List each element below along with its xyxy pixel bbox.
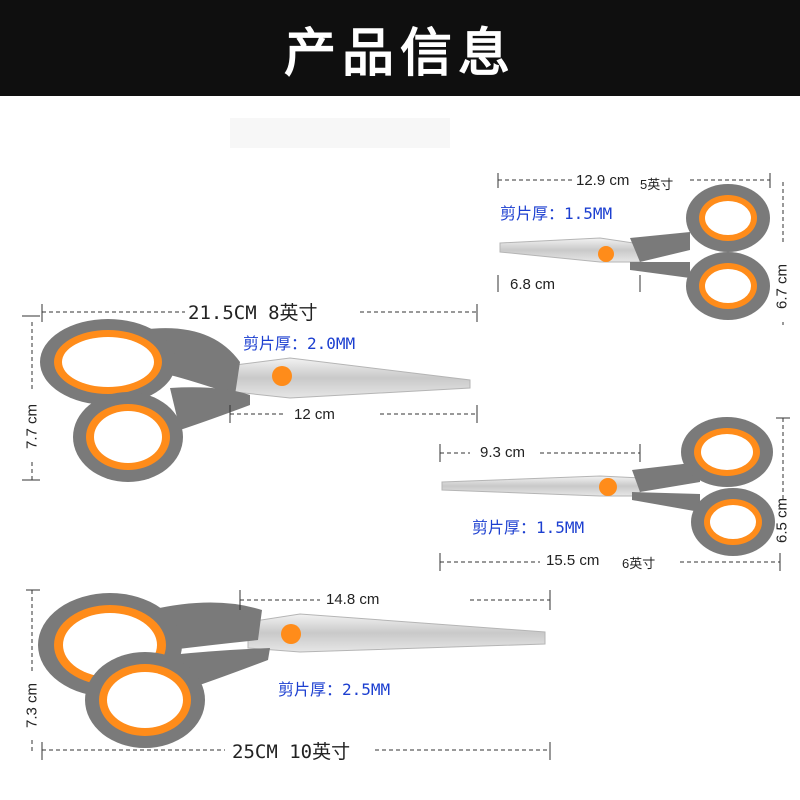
header-banner: 产品信息 [0, 0, 800, 96]
blade-10in-label: 14.8 cm [326, 591, 380, 608]
blade-8in-label: 12 cm [294, 406, 335, 423]
thickness-8in-label: 剪片厚：2.0MM [243, 334, 356, 353]
thickness-10in-label: 剪片厚：2.5MM [278, 680, 391, 699]
title-10in-label: 25CM 10英寸 [232, 741, 351, 763]
blade-6in-label: 9.3 cm [480, 444, 526, 461]
scissors-6in [441, 417, 775, 556]
thickness-5in-label: 剪片厚：1.5MM [500, 204, 613, 223]
scissors-5in [499, 184, 770, 320]
page-title: 产品信息 [283, 23, 516, 84]
size-6in-label: 6英寸 [622, 556, 656, 571]
length-6in-label: 15.5 cm [546, 552, 600, 569]
scissors-8in [40, 319, 471, 482]
height-5in-label: 6.7 cm [773, 264, 791, 310]
height-8in-label: 7.7 cm [23, 404, 41, 450]
height-6in-label: 6.5 cm [773, 498, 791, 544]
length-5in-label: 12.9 cm [576, 172, 630, 189]
dims-6in [439, 417, 790, 571]
scissors-10in [38, 593, 546, 748]
dims-5in [497, 173, 784, 325]
blade-5in-label: 6.8 cm [510, 276, 556, 293]
thickness-6in-label: 剪片厚：1.5MM [472, 518, 585, 537]
dims-8in [22, 304, 478, 481]
height-10in-label: 7.3 cm [23, 683, 41, 729]
dims-10in [26, 589, 551, 760]
faint-watermark [230, 118, 450, 148]
size-5in-label: 5英寸 [640, 177, 674, 192]
title-8in-label: 21.5CM 8英寸 [188, 302, 318, 324]
